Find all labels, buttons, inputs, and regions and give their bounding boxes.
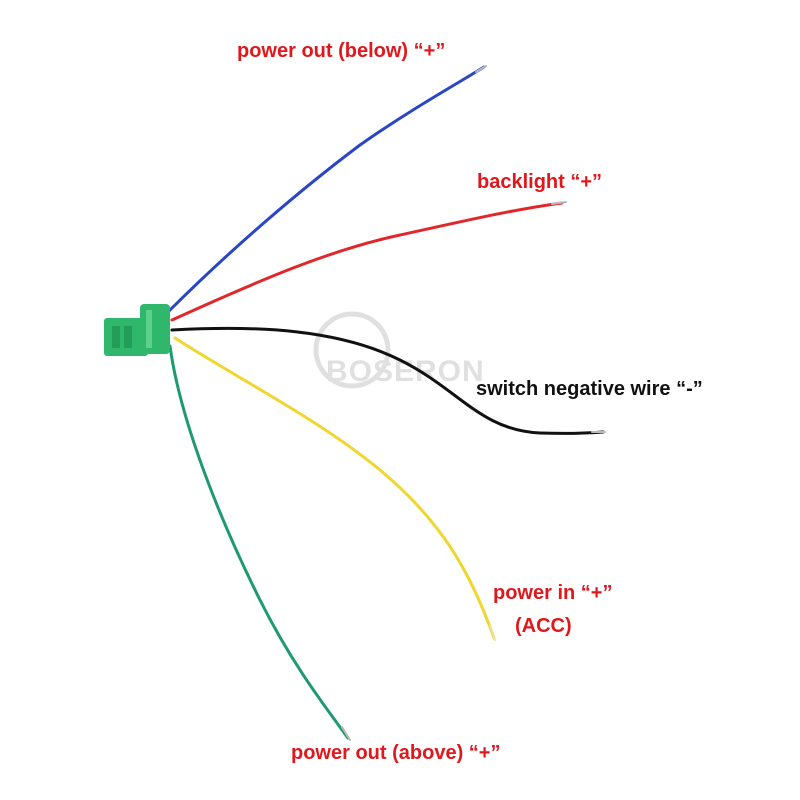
label-acc: (ACC) <box>515 615 572 637</box>
connector-highlight <box>146 310 152 348</box>
connector-slot-1 <box>112 326 120 348</box>
watermark-text: BOSERON <box>326 355 485 388</box>
wire-red <box>170 201 564 322</box>
label-backlight: backlight “+” <box>477 171 602 193</box>
labels: power out (below) “+” backlight “+” swit… <box>237 40 703 764</box>
wire-tip-red <box>551 201 567 205</box>
connector-slot-2 <box>124 326 132 348</box>
label-power-in: power in “+” <box>493 582 612 604</box>
wire-yellow <box>173 336 496 640</box>
watermark-logo: BOSERON <box>313 311 485 389</box>
wire-tip-green <box>341 726 351 741</box>
wire-tip-yellow <box>489 625 496 641</box>
label-power-out-above: power out (above) “+” <box>291 742 500 764</box>
label-power-out-below: power out (below) “+” <box>237 40 445 62</box>
connector-latch <box>140 304 170 354</box>
wires <box>166 65 605 740</box>
wire-tips <box>341 65 606 741</box>
connector <box>104 304 170 356</box>
wire-green <box>168 344 350 740</box>
label-switch-negative: switch negative wire “-” <box>476 378 703 400</box>
wire-tip-blue <box>475 65 487 73</box>
wire-black <box>170 326 605 435</box>
wire-blue <box>166 65 486 314</box>
watermark-ring-icon <box>313 311 391 389</box>
